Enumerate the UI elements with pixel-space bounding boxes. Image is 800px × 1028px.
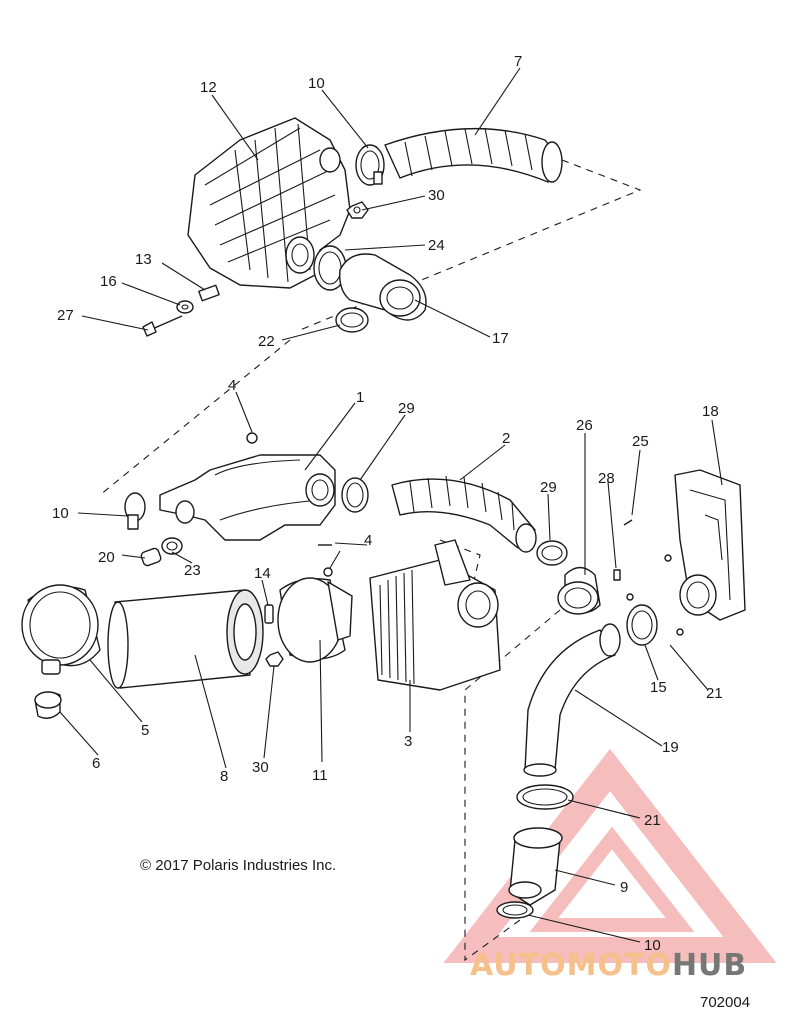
dust-valve-6 — [34, 691, 62, 719]
copyright-notice: © 2017 Polaris Industries Inc. — [140, 857, 336, 874]
clamp-15 — [626, 604, 658, 646]
figure-number: 702004 — [700, 994, 750, 1011]
nut-4-upper — [246, 432, 258, 444]
callout-14: 14 — [254, 565, 271, 582]
screw-28 — [613, 569, 621, 581]
callout-27: 27 — [57, 307, 74, 324]
nut-30-top — [346, 201, 369, 219]
callout-17: 17 — [492, 330, 509, 347]
bolt-4-lower — [318, 544, 333, 577]
callout-21-lower: 21 — [644, 812, 661, 829]
cap-20 — [140, 547, 162, 567]
callout-12: 12 — [200, 79, 217, 96]
svg-text:AUTOMOTOHUB: AUTOMOTOHUB — [470, 948, 747, 983]
callout-29-right: 29 — [540, 479, 557, 496]
coupler-26 — [557, 566, 601, 615]
callout-25: 25 — [632, 433, 649, 450]
callout-6: 6 — [92, 755, 100, 772]
hose-2 — [391, 475, 537, 553]
clamp-10-middle — [124, 492, 146, 530]
watermark-brand-part2: HUB — [672, 948, 747, 983]
watermark-text: AUTOMOTOHUB — [470, 948, 747, 983]
callout-19: 19 — [662, 739, 679, 756]
elbow-boot-17 — [339, 253, 427, 321]
filter-housing-11 — [277, 577, 353, 663]
grommet-23 — [161, 537, 183, 555]
filter-housing-3 — [369, 539, 501, 691]
clamp-29-right — [536, 540, 568, 566]
spacer-13 — [198, 284, 220, 302]
bolt-27 — [142, 315, 183, 337]
air-filter-8 — [107, 589, 264, 689]
callout-1: 1 — [356, 389, 364, 406]
callout-10-middle: 10 — [52, 505, 69, 522]
stud-14 — [264, 604, 274, 624]
callout-16: 16 — [100, 273, 117, 290]
intake-duct-1 — [159, 454, 336, 541]
screw-25 — [623, 519, 633, 526]
callout-4-upper: 4 — [228, 377, 236, 394]
callout-5: 5 — [141, 722, 149, 739]
filter-cover-5 — [21, 584, 101, 675]
callout-30-bottom: 30 — [252, 759, 269, 776]
nut-30-bottom — [265, 651, 284, 667]
callout-20: 20 — [98, 549, 115, 566]
callout-24: 24 — [428, 237, 445, 254]
clamp-21-lower — [516, 784, 574, 810]
screws-18-mount — [626, 554, 684, 636]
clamp-22 — [335, 307, 369, 333]
clamp-10-top — [355, 144, 385, 186]
clamp-29-left — [341, 477, 369, 513]
callout-26: 26 — [576, 417, 593, 434]
watermark-brand-part1: AUTOMOTO — [470, 948, 672, 983]
callout-28: 28 — [598, 470, 615, 487]
callout-13: 13 — [135, 251, 152, 268]
callout-9: 9 — [620, 879, 628, 896]
clamp-10-bottom — [496, 901, 534, 919]
callout-labels: 7 10 12 30 24 13 16 27 22 17 4 1 29 2 26… — [52, 53, 723, 954]
washer-16 — [176, 300, 194, 314]
callout-4-lower: 4 — [364, 532, 372, 549]
watermark-logo-icon — [443, 748, 777, 963]
callout-22: 22 — [258, 333, 275, 350]
callout-30-top: 30 — [428, 187, 445, 204]
airbox-housing — [187, 117, 351, 289]
callout-15: 15 — [650, 679, 667, 696]
callout-7: 7 — [514, 53, 522, 70]
callout-3: 3 — [404, 733, 412, 750]
callout-23: 23 — [184, 562, 201, 579]
adapter-9 — [508, 827, 563, 906]
callout-29-left: 29 — [398, 400, 415, 417]
callout-21-upper: 21 — [706, 685, 723, 702]
callout-10-top: 10 — [308, 75, 325, 92]
elbow-tube-19 — [523, 623, 621, 777]
callout-10-bottom: 10 — [644, 937, 661, 954]
intake-bellows-7 — [384, 127, 563, 183]
leader-lines — [59, 67, 723, 943]
callout-8: 8 — [220, 768, 228, 785]
callout-2: 2 — [502, 430, 510, 447]
bracket-18 — [674, 469, 746, 621]
callout-18: 18 — [702, 403, 719, 420]
callout-11: 11 — [312, 767, 328, 784]
